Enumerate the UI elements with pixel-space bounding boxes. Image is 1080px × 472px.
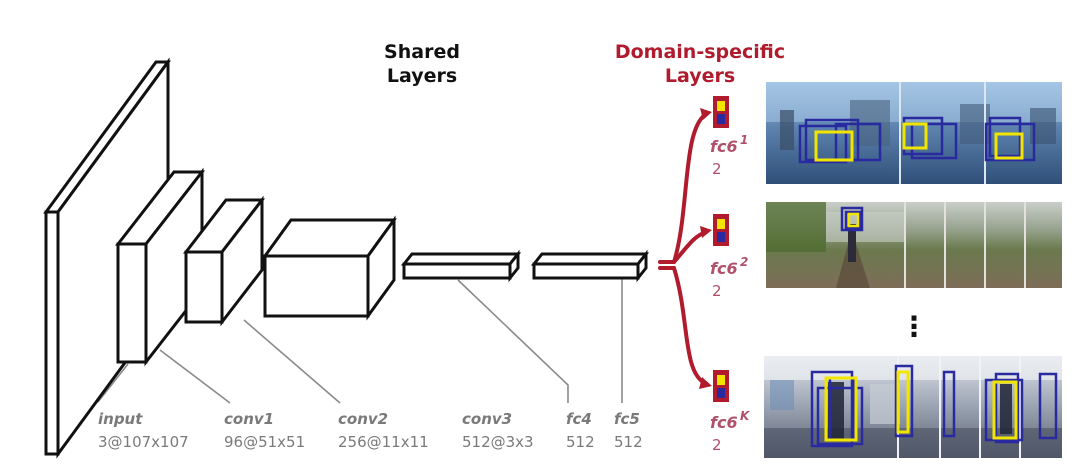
layer-dims-conv2: 256@11x11 (338, 433, 429, 451)
fc6-k-name: fc6 (710, 413, 738, 432)
fc4-block (400, 249, 522, 283)
fc6-unit-2 (713, 214, 729, 246)
shared-layers-heading-line1: Shared (384, 41, 460, 63)
layer-name-conv2: conv2 (338, 410, 388, 428)
layer-blocks (43, 57, 650, 459)
sequence-2-frames (766, 202, 1062, 288)
fc5-block (530, 249, 650, 283)
fc6-1-name: fc6 (710, 137, 738, 156)
fc6-unit-k (713, 370, 729, 402)
fc6-unit-1 (713, 96, 729, 128)
layer-labels: input 3@107x107 conv1 96@51x51 conv2 256… (98, 410, 643, 451)
branch-arrow-1 (672, 112, 708, 264)
fc6-1-superscript: 1 (740, 133, 748, 147)
fc6-labels: fc6 1 2 fc6 2 2 fc6 K 2 (710, 133, 751, 454)
fc6-k-superscript: K (740, 409, 751, 423)
layer-dims-fc5: 512 (614, 433, 643, 451)
arrow-heads (699, 108, 712, 389)
fc6-unit-icons (713, 96, 729, 402)
domain-layers-heading-line2: Layers (665, 65, 735, 87)
leader-conv1 (159, 349, 231, 404)
domain-layers-heading-line1: Domain-specific (615, 41, 785, 63)
more-domains-ellipsis: ⋮ (900, 310, 928, 343)
fc6-1-dims: 2 (712, 160, 722, 178)
layer-name-conv1: conv1 (224, 410, 274, 428)
layer-dims-fc4: 512 (566, 433, 595, 451)
layer-dims-conv3: 512@3x3 (462, 433, 534, 451)
conv1-block (114, 167, 206, 367)
layer-name-conv3: conv3 (462, 410, 512, 428)
fc6-2-superscript: 2 (740, 255, 748, 269)
leader-conv3 (457, 279, 569, 403)
branch-arrows (658, 112, 708, 386)
layer-dims-conv1: 96@51x51 (224, 433, 305, 451)
fc6-2-name: fc6 (710, 259, 738, 278)
layer-name-fc4: fc4 (566, 410, 592, 428)
layer-name-input: input (98, 410, 143, 428)
fc6-2-dims: 2 (712, 282, 722, 300)
conv3-block (262, 215, 397, 321)
conv2-block (182, 195, 266, 327)
leader-conv2 (243, 319, 341, 404)
shared-layers-heading-line2: Layers (387, 65, 457, 87)
leader-input (97, 363, 129, 403)
branch-arrow-k (672, 266, 708, 386)
input-block (43, 57, 171, 459)
layer-name-fc5: fc5 (614, 410, 640, 428)
leader-lines (97, 278, 623, 404)
fc6-k-dims: 2 (712, 436, 722, 454)
layer-dims-input: 3@107x107 (98, 433, 189, 451)
sequence-1-frames (766, 82, 1062, 184)
sequence-k-frames (764, 356, 1062, 458)
